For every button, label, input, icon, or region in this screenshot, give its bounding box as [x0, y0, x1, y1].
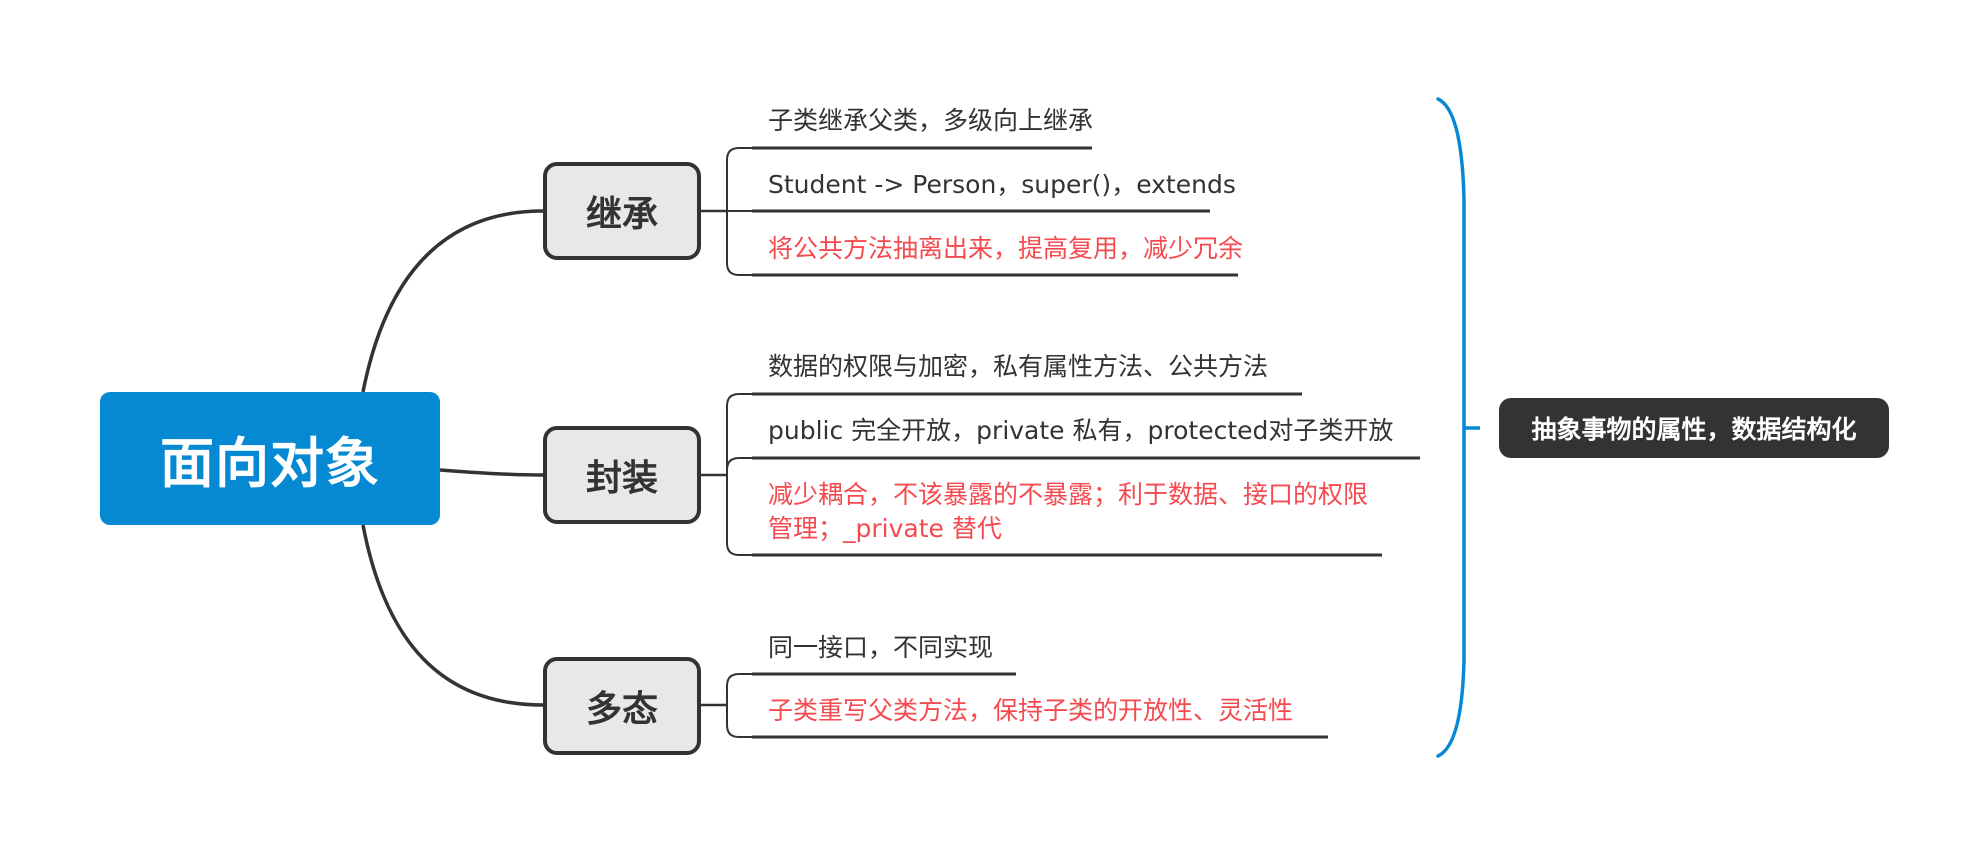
central-topic[interactable]: 面向对象 — [100, 392, 440, 525]
connector-central-to-polymorphism — [361, 524, 544, 707]
branch-inheritance-label: 继承 — [585, 194, 658, 235]
branch-encapsulation[interactable]: 封装 — [543, 426, 701, 524]
summary-bracket — [1436, 97, 1466, 758]
connector-central-to-encapsulation — [439, 468, 544, 477]
branch-encapsulation-label: 封装 — [585, 458, 658, 499]
leaf-polymorphism-1[interactable]: 同一接口，不同实现 — [768, 633, 994, 662]
leaf-encapsulation-3[interactable]: 减少耦合，不该暴露的不暴露；利于数据、接口的权限管理；_private 替代 — [768, 480, 1369, 543]
summary-label: 抽象事物的属性，数据结构化 — [1531, 415, 1857, 444]
leaf-polymorphism-2[interactable]: 子类重写父类方法，保持子类的开放性、灵活性 — [768, 696, 1294, 725]
connector-central-to-inheritance — [361, 209, 544, 393]
branch-inheritance[interactable]: 继承 — [543, 162, 701, 260]
central-topic-label: 面向对象 — [160, 432, 380, 495]
leaf-inheritance-3[interactable]: 将公共方法抽离出来，提高复用，减少冗余 — [768, 234, 1244, 263]
leaf-encapsulation-2[interactable]: public 完全开放，private 私有，protected对子类开放 — [768, 416, 1394, 445]
branch-polymorphism-label: 多态 — [585, 689, 658, 730]
branch-polymorphism[interactable]: 多态 — [543, 657, 701, 755]
leaf-inheritance-2[interactable]: Student -> Person，super()，extends — [768, 170, 1236, 199]
summary-node[interactable]: 抽象事物的属性，数据结构化 — [1499, 398, 1889, 458]
leaf-inheritance-1[interactable]: 子类继承父类，多级向上继承 — [768, 106, 1094, 135]
leaf-encapsulation-1[interactable]: 数据的权限与加密，私有属性方法、公共方法 — [768, 352, 1269, 381]
